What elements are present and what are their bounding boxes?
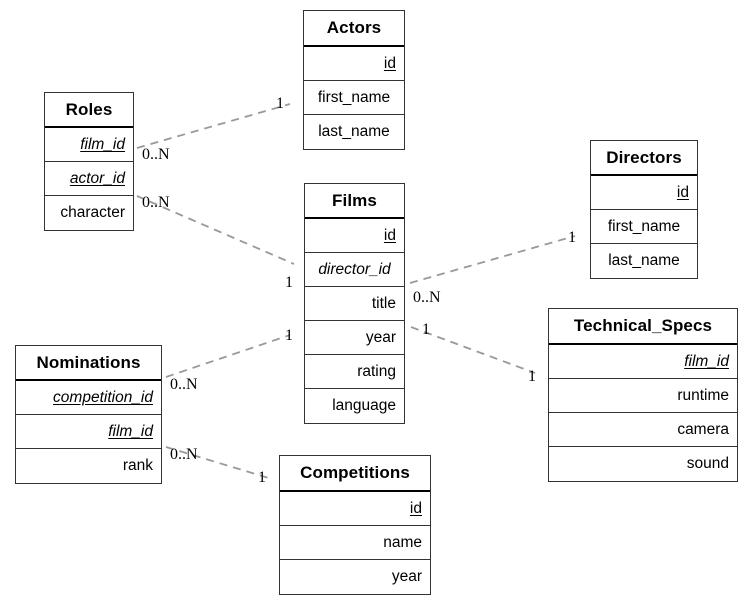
cardinality-label-nominations-competitions-target: 1: [258, 469, 266, 486]
attribute-row-competitions-year[interactable]: year: [280, 560, 430, 594]
attribute-label: id: [409, 499, 422, 517]
attribute-row-directors-last_name[interactable]: last_name: [591, 244, 697, 278]
attribute-row-technical_specs-runtime[interactable]: runtime: [549, 379, 737, 413]
entity-table-competitions[interactable]: Competitions id name year: [279, 455, 431, 595]
attribute-label: rating: [357, 362, 396, 380]
attribute-label: last_name: [608, 252, 680, 269]
attribute-row-nominations-film_id[interactable]: film_id: [16, 415, 161, 449]
attribute-row-films-rating[interactable]: rating: [305, 355, 404, 389]
attribute-row-films-year[interactable]: year: [305, 321, 404, 355]
attribute-row-directors-first_name[interactable]: first_name: [591, 210, 697, 244]
relationship-line-nominations-films: [165, 334, 291, 378]
attribute-label: title: [371, 294, 396, 312]
attribute-label: film_id: [80, 135, 125, 153]
attribute-row-competitions-id[interactable]: id: [280, 492, 430, 526]
attribute-row-actors-first_name[interactable]: first_name: [304, 81, 404, 115]
cardinality-label-roles-films-target: 1: [285, 274, 293, 291]
attribute-label: camera: [677, 420, 729, 438]
attribute-label: id: [383, 54, 396, 72]
attribute-label: language: [332, 397, 396, 414]
attribute-row-films-title[interactable]: title: [305, 287, 404, 321]
attribute-label: year: [365, 328, 396, 346]
attribute-label: film_id: [684, 352, 729, 370]
entity-title-competitions: Competitions: [280, 456, 430, 492]
entity-title-actors: Actors: [304, 11, 404, 47]
attribute-label: last_name: [318, 123, 390, 140]
attribute-row-films-id[interactable]: id: [305, 219, 404, 253]
relationship-line-roles-actors: [136, 103, 291, 149]
attribute-row-technical_specs-sound[interactable]: sound: [549, 447, 737, 481]
attribute-row-films-language[interactable]: language: [305, 389, 404, 423]
cardinality-label-roles-actors-source: 0..N: [142, 146, 170, 163]
cardinality-label-films-directors-source: 0..N: [413, 289, 441, 306]
attribute-row-roles-film_id[interactable]: film_id: [45, 128, 133, 162]
entity-title-technical_specs: Technical_Specs: [549, 309, 737, 345]
cardinality-label-films-directors-target: 1: [568, 229, 576, 246]
attribute-label: runtime: [677, 386, 729, 404]
cardinality-label-nominations-films-source: 0..N: [170, 376, 198, 393]
entity-table-roles[interactable]: Roles film_id actor_id character: [44, 92, 134, 231]
attribute-row-actors-id[interactable]: id: [304, 47, 404, 81]
attribute-row-technical_specs-camera[interactable]: camera: [549, 413, 737, 447]
cardinality-label-films-technical_specs-source: 1: [422, 321, 430, 338]
attribute-row-films-director_id[interactable]: director_id: [305, 253, 404, 287]
attribute-label: first_name: [317, 88, 391, 106]
attribute-label: character: [60, 204, 125, 221]
entity-title-directors: Directors: [591, 141, 697, 176]
attribute-label: film_id: [108, 422, 153, 440]
attribute-label: id: [383, 226, 396, 244]
attribute-row-roles-character[interactable]: character: [45, 196, 133, 230]
attribute-label: name: [383, 533, 422, 551]
entity-title-roles: Roles: [45, 93, 133, 128]
attribute-row-nominations-competition_id[interactable]: competition_id: [16, 381, 161, 415]
cardinality-label-roles-actors-target: 1: [276, 95, 284, 112]
entity-title-nominations: Nominations: [16, 346, 161, 381]
cardinality-label-nominations-competitions-source: 0..N: [170, 446, 198, 463]
attribute-label: competition_id: [53, 388, 153, 406]
attribute-label: director_id: [318, 260, 391, 278]
attribute-label: year: [391, 568, 422, 585]
attribute-label: sound: [686, 455, 729, 472]
attribute-row-actors-last_name[interactable]: last_name: [304, 115, 404, 149]
cardinality-label-nominations-films-target: 1: [285, 327, 293, 344]
entity-table-directors[interactable]: Directors id first_name last_name: [590, 140, 698, 279]
cardinality-label-films-technical_specs-target: 1: [528, 368, 536, 385]
cardinality-label-roles-films-source: 0..N: [142, 194, 170, 211]
attribute-label: id: [676, 183, 689, 201]
entity-title-films: Films: [305, 184, 404, 219]
attribute-label: actor_id: [69, 169, 125, 187]
attribute-row-directors-id[interactable]: id: [591, 176, 697, 210]
relationship-line-films-directors: [409, 235, 576, 284]
entity-table-actors[interactable]: Actors id first_name last_name: [303, 10, 405, 150]
attribute-label: rank: [122, 457, 153, 474]
attribute-row-competitions-name[interactable]: name: [280, 526, 430, 560]
attribute-row-technical_specs-film_id[interactable]: film_id: [549, 345, 737, 379]
attribute-label: first_name: [607, 217, 681, 235]
attribute-row-roles-actor_id[interactable]: actor_id: [45, 162, 133, 196]
attribute-row-nominations-rank[interactable]: rank: [16, 449, 161, 483]
